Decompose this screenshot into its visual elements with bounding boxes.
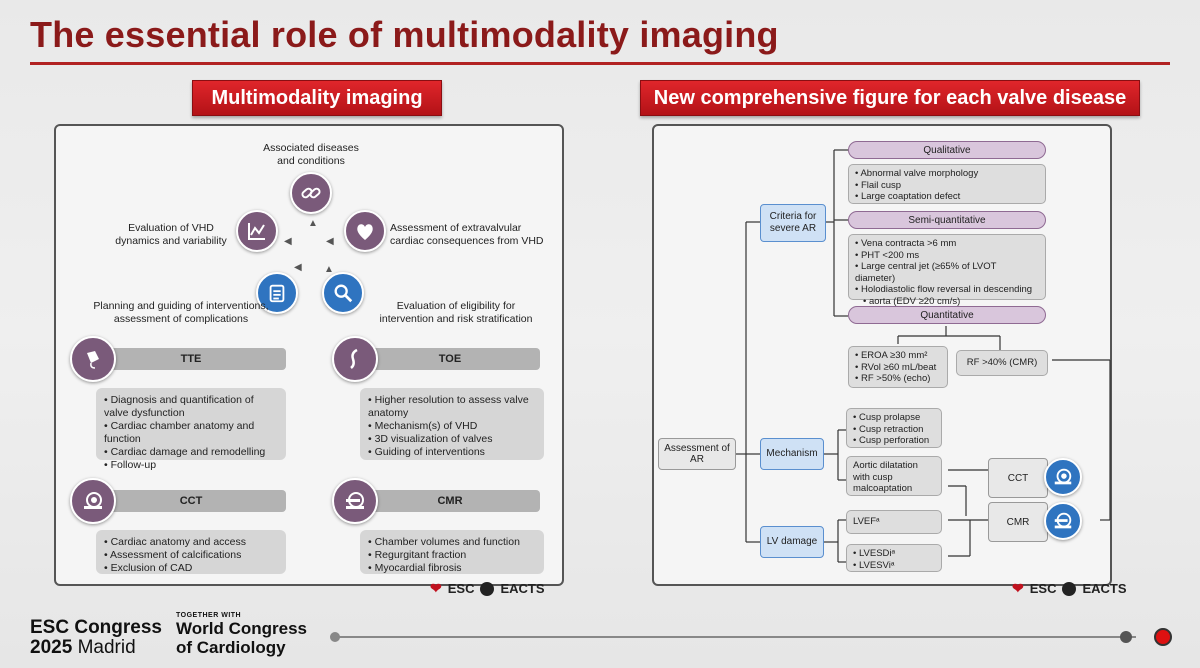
list-item: LVESViᵃ xyxy=(853,560,935,572)
list-item: Cardiac anatomy and access xyxy=(104,536,278,549)
list-item: Regurgitant fraction xyxy=(368,549,536,562)
semi-quantitative-list: Vena contracta >6 mm PHT <200 ms Large c… xyxy=(848,234,1046,307)
list-item: Cusp prolapse xyxy=(853,412,935,424)
arrow-triangle: ◀ xyxy=(284,236,292,247)
heart-icon xyxy=(344,210,386,252)
qualitative-list: Abnormal valve morphology Flail cusp Lar… xyxy=(848,164,1046,204)
slide-title: The essential role of multimodality imag… xyxy=(30,14,779,55)
list-item: PHT <200 ms xyxy=(855,250,1039,262)
list-item: Vena contracta >6 mm xyxy=(855,238,1039,250)
qualitative-label: Qualitative xyxy=(848,141,1046,159)
cmr-box: CMR xyxy=(988,502,1048,542)
ultrasound-probe-icon xyxy=(70,336,116,382)
caption-planning: Planning and guiding of interventions,as… xyxy=(93,300,269,325)
chart-trend-icon xyxy=(236,210,278,252)
multimodality-banner: Multimodality imaging xyxy=(192,80,442,116)
clipboard-icon xyxy=(256,272,298,314)
quantitative-label: Quantitative xyxy=(848,306,1046,324)
right-logos: ❤ ESC EACTS xyxy=(1012,580,1127,597)
list-item: Flail cusp xyxy=(855,180,1039,192)
progress-start-dot xyxy=(330,632,340,642)
title-divider xyxy=(30,62,1170,65)
list-item: Mechanism(s) of VHD xyxy=(368,420,536,433)
list-item: Myocardial fibrosis xyxy=(368,562,536,575)
cct-list: Cardiac anatomy and access Assessment of… xyxy=(96,530,286,574)
progress-current-dot xyxy=(1120,631,1132,643)
lvef-box: LVEFᵃ xyxy=(846,510,942,534)
toe-header: TOE xyxy=(360,348,540,370)
toe-list: Higher resolution to assess valve anatom… xyxy=(360,388,544,460)
list-item: Cusp retraction xyxy=(853,424,935,436)
esc-heart-icon: ❤ xyxy=(1012,580,1024,596)
comprehensive-figure-banner: New comprehensive figure for each valve … xyxy=(640,80,1140,116)
list-item: Large coaptation defect xyxy=(855,191,1039,203)
progress-end-dot xyxy=(1154,628,1172,646)
list-item: LVESDiᵃ xyxy=(853,548,935,560)
left-logos: ❤ ESC EACTS xyxy=(430,580,545,597)
tte-header: TTE xyxy=(96,348,286,370)
list-item: Abnormal valve morphology xyxy=(855,168,1039,180)
list-item: Follow-up xyxy=(104,459,278,472)
cmr-list: Chamber volumes and function Regurgitant… xyxy=(360,530,544,574)
list-item: EROA ≥30 mm² xyxy=(855,350,941,362)
arrow-triangle: ◀ xyxy=(326,236,334,247)
mechanism-list: Cusp prolapse Cusp retraction Cusp perfo… xyxy=(846,408,942,448)
list-item: Assessment of calcifications xyxy=(104,549,278,562)
list-item: Cardiac damage and remodelling xyxy=(104,446,278,459)
list-item: Exclusion of CAD xyxy=(104,562,278,575)
rf-cmr-box: RF >40% (CMR) xyxy=(956,350,1048,376)
list-item: Cardiac chamber anatomy and function xyxy=(104,420,278,446)
arrow-triangle: ◀ xyxy=(294,262,302,273)
cmr-header: CMR xyxy=(360,490,540,512)
list-item: Higher resolution to assess valve anatom… xyxy=(368,394,536,420)
semi-quantitative-label: Semi-quantitative xyxy=(848,211,1046,229)
esc-congress-logo: ESC Congress 2025 Madrid xyxy=(30,617,162,658)
lv-damage-box: LV damage xyxy=(760,526,824,558)
link-icon xyxy=(290,172,332,214)
tte-list: Diagnosis and quantification of valve dy… xyxy=(96,388,286,471)
world-congress-logo: TOGETHER WITH World Congress of Cardiolo… xyxy=(176,612,307,657)
list-item: RVol ≥60 mL/beat xyxy=(855,362,941,374)
list-item: Holodiastolic flow reversal in descendin… xyxy=(855,284,1039,296)
esc-logo-text: ESC xyxy=(1029,581,1057,596)
magnifier-icon xyxy=(322,272,364,314)
list-item: Diagnosis and quantification of valve dy… xyxy=(104,394,278,420)
eacts-logo-text: EACTS xyxy=(1082,581,1127,596)
ct-scanner-icon xyxy=(70,478,116,524)
lvesd-list: LVESDiᵃ LVESViᵃ xyxy=(846,544,942,572)
list-item: RF >50% (echo) xyxy=(855,373,941,385)
toe-probe-icon xyxy=(332,336,378,382)
eacts-dot-icon xyxy=(1062,581,1077,596)
quantitative-list: EROA ≥30 mm² RVol ≥60 mL/beat RF >50% (e… xyxy=(848,346,948,388)
cct-header: CCT xyxy=(96,490,286,512)
mechanism-box: Mechanism xyxy=(760,438,824,470)
eacts-logo-text: EACTS xyxy=(500,581,545,596)
list-item: Guiding of interventions xyxy=(368,446,536,459)
list-item: Chamber volumes and function xyxy=(368,536,536,549)
assessment-of-ar-box: Assessment of AR xyxy=(658,438,736,470)
arrow-triangle: ▲ xyxy=(324,264,334,275)
list-item: Cusp perforation xyxy=(853,435,935,447)
mri-scanner-icon xyxy=(332,478,378,524)
ct-scanner-icon xyxy=(1044,458,1082,496)
mri-scanner-icon xyxy=(1044,502,1082,540)
eacts-dot-icon xyxy=(480,581,495,596)
arrow-triangle: ▲ xyxy=(308,218,318,229)
list-item: aorta (EDV ≥20 cm/s) xyxy=(855,296,1039,308)
list-item: 3D visualization of valves xyxy=(368,433,536,446)
cct-box: CCT xyxy=(988,458,1048,498)
esc-heart-icon: ❤ xyxy=(430,580,442,596)
esc-logo-text: ESC xyxy=(447,581,475,596)
list-item: Large central jet (≥65% of LVOT diameter… xyxy=(855,261,1039,284)
slide-progress-line xyxy=(336,636,1136,638)
